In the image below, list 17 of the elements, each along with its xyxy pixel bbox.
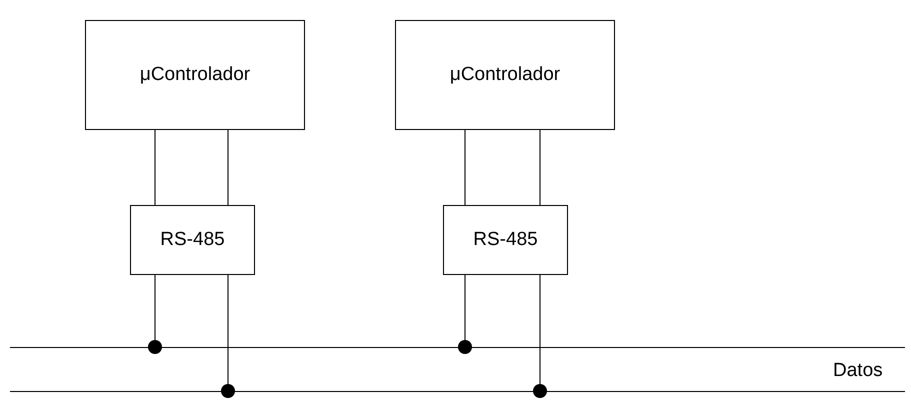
microcontroller-box — [85, 20, 305, 130]
node-label: RS-485 — [473, 229, 538, 251]
connector-line — [154, 130, 156, 206]
bus-label: Datos — [833, 360, 883, 382]
microcontroller-box — [395, 20, 615, 130]
connector-line — [148, 274, 162, 354]
connector-line — [458, 274, 472, 354]
bus-line — [10, 347, 905, 348]
node-label: μControlador — [140, 64, 250, 86]
bus-line — [10, 391, 905, 392]
node-label: μControlador — [450, 64, 560, 86]
connector-line — [533, 274, 547, 398]
transceiver-box — [130, 205, 255, 275]
node-label: RS-485 — [160, 229, 225, 251]
connector-line — [221, 274, 235, 398]
connector-line — [464, 130, 466, 206]
transceiver-box — [443, 205, 568, 275]
